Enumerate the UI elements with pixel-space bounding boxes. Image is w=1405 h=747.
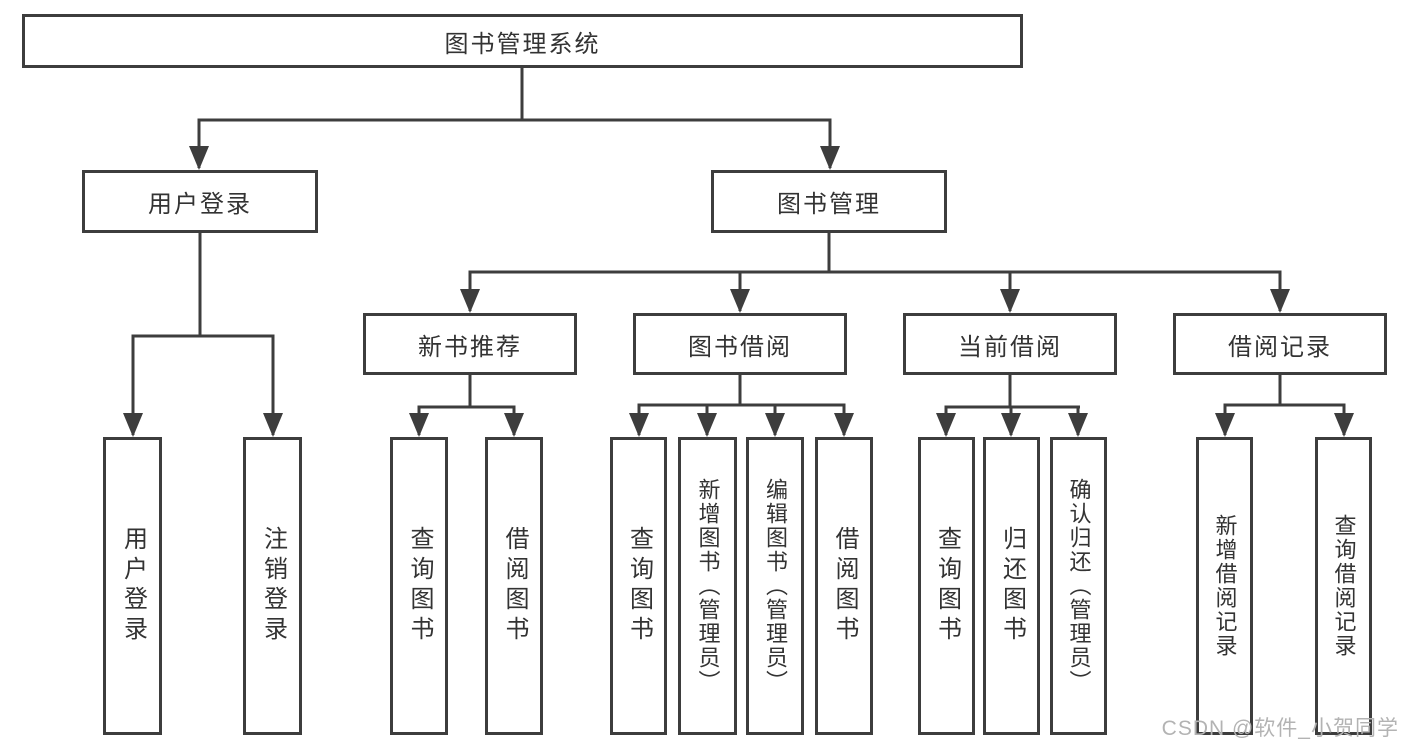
- csdn-watermark: CSDN @软件_小贺同学: [1161, 717, 1399, 740]
- node-label: 新增借阅记录: [1212, 514, 1238, 658]
- node-label: 当前借阅: [958, 333, 1062, 361]
- leaf-confirm-return-admin: 确认归还（管理员）: [1050, 437, 1107, 735]
- leaf-logout: 注销登录: [243, 437, 302, 735]
- node-label: 用户登录: [148, 191, 252, 218]
- leaf-query-borrow-record: 查询借阅记录: [1315, 437, 1372, 735]
- node-root-library-system: 图书管理系统: [22, 14, 1023, 68]
- node-current-borrow: 当前借阅: [903, 313, 1117, 375]
- leaf-user-login: 用户登录: [103, 437, 162, 735]
- node-label: 查询图书: [625, 526, 653, 646]
- node-label: 确认归还（管理员）: [1066, 478, 1092, 694]
- node-label: 新书推荐: [418, 333, 522, 361]
- node-book-borrow: 图书借阅: [633, 313, 847, 375]
- node-user-login: 用户登录: [82, 170, 318, 233]
- leaf-query-books-3: 查询图书: [918, 437, 975, 735]
- leaf-query-books-2: 查询图书: [610, 437, 667, 735]
- node-label: 借阅图书: [831, 526, 858, 646]
- node-label: 归还图书: [998, 526, 1026, 646]
- node-label: 查询图书: [406, 526, 433, 646]
- node-label: 编辑图书（管理员）: [763, 478, 788, 694]
- leaf-query-books-1: 查询图书: [390, 437, 448, 735]
- leaf-borrow-books-1: 借阅图书: [485, 437, 543, 735]
- node-label: 借阅记录: [1228, 333, 1332, 361]
- node-label: 用户登录: [119, 526, 147, 646]
- node-label: 图书借阅: [688, 333, 792, 361]
- node-label: 注销登录: [259, 526, 287, 646]
- node-label: 图书管理系统: [444, 30, 601, 58]
- node-label: 查询图书: [933, 526, 961, 646]
- leaf-add-books-admin: 新增图书（管理员）: [678, 437, 737, 735]
- node-label: 图书管理: [777, 191, 881, 218]
- node-borrow-records: 借阅记录: [1173, 313, 1387, 375]
- node-book-management: 图书管理: [711, 170, 947, 233]
- leaf-borrow-books-2: 借阅图书: [815, 437, 873, 735]
- leaf-return-books: 归还图书: [983, 437, 1040, 735]
- node-new-book-recommend: 新书推荐: [363, 313, 577, 375]
- node-label: 新增图书（管理员）: [695, 478, 721, 694]
- leaf-add-borrow-record: 新增借阅记录: [1196, 437, 1253, 735]
- node-label: 查询借阅记录: [1331, 514, 1357, 658]
- node-label: 借阅图书: [501, 526, 528, 646]
- leaf-edit-books-admin: 编辑图书（管理员）: [746, 437, 804, 735]
